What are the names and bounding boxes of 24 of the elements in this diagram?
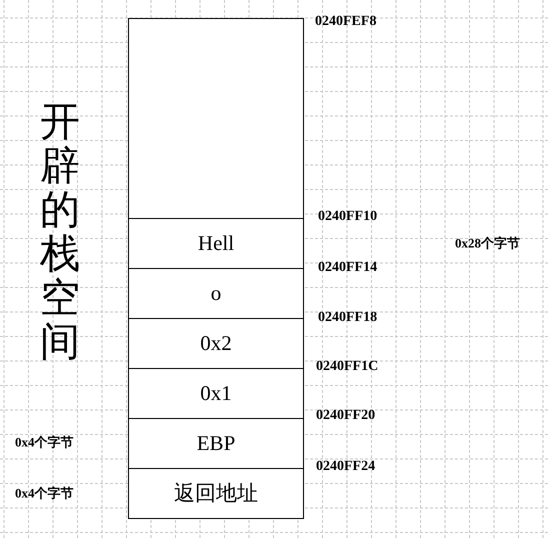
memory-cell — [128, 468, 304, 519]
cell-value: EBP — [196, 433, 236, 454]
size-label: 0x28个字节 — [455, 236, 520, 250]
address-label: 0240FF20 — [316, 409, 376, 423]
cell-value: 0x1 — [200, 383, 232, 404]
memory-cell — [128, 18, 304, 219]
size-label: 0x4个字节 — [15, 486, 74, 500]
size-label: 0x4个字节 — [15, 436, 74, 448]
address-label: 0240FF1C — [316, 360, 378, 374]
cell-value: Hell — [198, 233, 234, 254]
address-label: 0240FF24 — [316, 460, 376, 474]
memory-cell — [128, 318, 304, 369]
memory-cell — [128, 218, 304, 269]
cell-value: o — [210, 283, 222, 304]
memory-cell — [128, 368, 304, 419]
cell-value: 返回地址 — [174, 483, 258, 504]
address-label: 0240FEF8 — [315, 15, 376, 29]
address-label: 0240FF18 — [318, 311, 378, 325]
address-label: 0240FF10 — [318, 210, 378, 224]
address-label: 0240FF14 — [318, 261, 378, 275]
stack-space-label: 开辟的栈空间 — [40, 100, 80, 364]
cell-value: 0x2 — [200, 333, 232, 354]
memory-cell — [128, 268, 304, 319]
memory-cell — [128, 418, 304, 469]
